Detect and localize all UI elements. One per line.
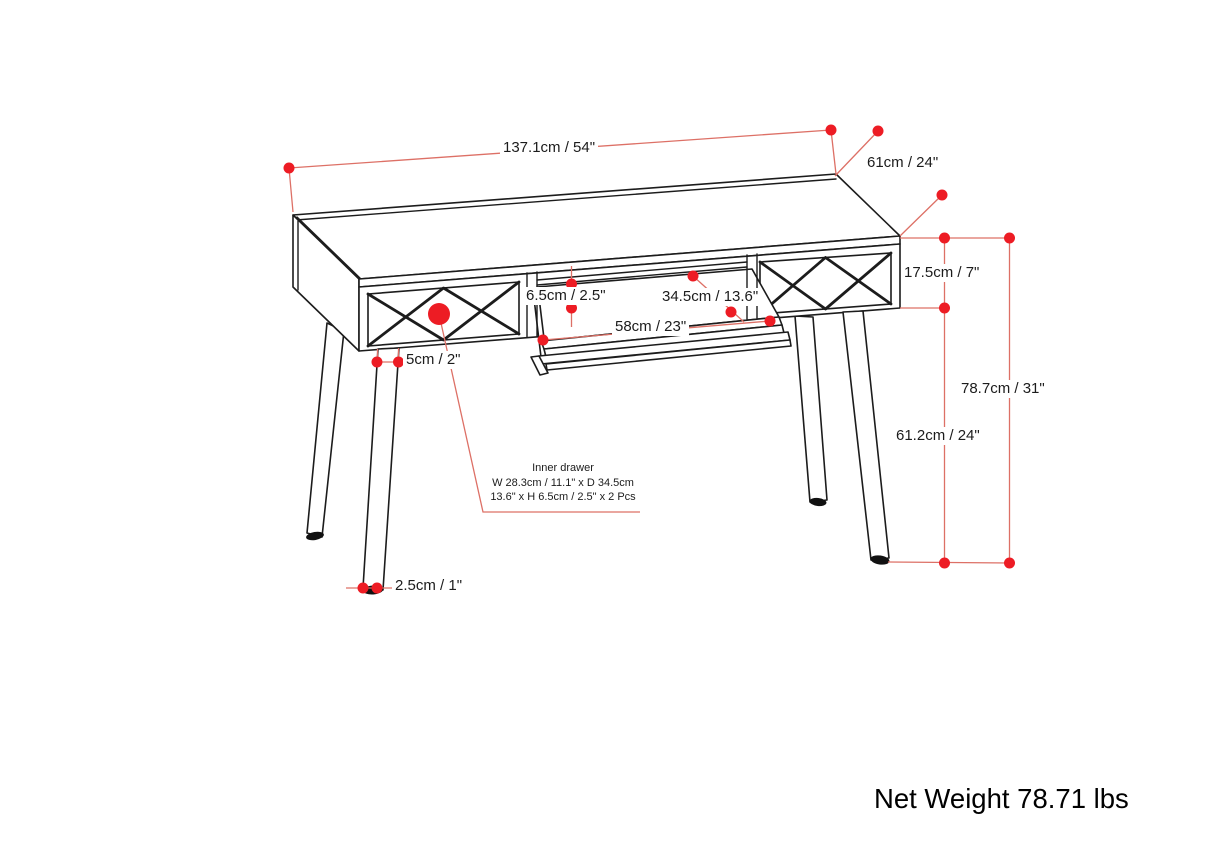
- inner-drawer-callout-dot: [428, 303, 450, 325]
- dim-label-total-height: 78.7cm / 31": [958, 380, 1048, 398]
- right-drawer-compartment: [758, 251, 893, 316]
- inner-drawer-note: Inner drawer W 28.3cm / 11.1" x D 34.5cm…: [428, 461, 698, 505]
- net-weight-text: Net Weight 78.71 lbs: [874, 783, 1129, 814]
- inner-drawer-note-title: Inner drawer: [532, 462, 594, 474]
- dim-label-leg-thickness-top: 5cm / 2": [403, 351, 464, 369]
- dim-label-floor-to-apron: 61.2cm / 24": [893, 427, 983, 445]
- dim-label-tray-width: 58cm / 23": [612, 318, 690, 336]
- left-cross-pattern: [366, 280, 521, 348]
- inner-drawer-note-line2: 13.6" x H 6.5cm / 2.5" x 2 Pcs: [490, 491, 636, 504]
- front-right-leg: [842, 310, 890, 561]
- dim-label-width-top: 137.1cm / 54": [500, 139, 599, 157]
- front-left-leg: [362, 347, 400, 591]
- desk-line-drawing: [292, 173, 901, 595]
- inner-drawer-callout-line: [438, 313, 640, 513]
- dimension-dots: [283, 124, 1015, 594]
- dim-label-tray-opening-height: 6.5cm / 2.5": [523, 287, 609, 305]
- right-cross-pattern: [758, 251, 893, 316]
- dim-label-leg-thickness-bottom: 2.5cm / 1": [392, 577, 466, 595]
- dim-label-depth-top: 61cm / 24": [864, 154, 942, 172]
- dim-label-apron-height: 17.5cm / 7": [901, 264, 983, 282]
- dimension-lines: [288, 129, 1011, 589]
- inner-drawer-note-line1: W 28.3cm / 11.1" x D 34.5cm: [492, 476, 634, 489]
- back-left-leg: [306, 322, 345, 538]
- back-right-leg: [794, 315, 828, 503]
- dim-label-tray-depth: 34.5cm / 13.6": [659, 288, 762, 306]
